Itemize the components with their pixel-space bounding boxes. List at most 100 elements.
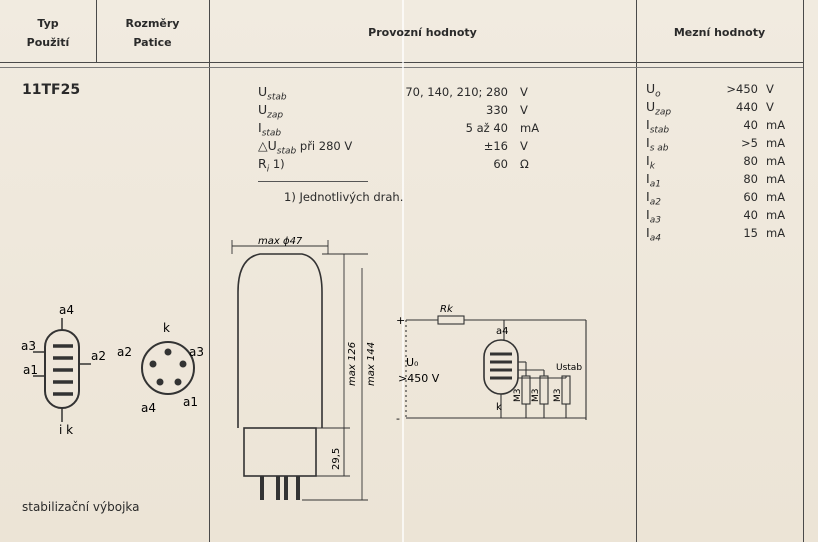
tube-usage: stabilizační výbojka bbox=[22, 500, 140, 514]
limit-unit: mA bbox=[766, 154, 786, 168]
limit-row: Ia1 80 mA bbox=[646, 170, 796, 190]
limit-label: Uzap bbox=[646, 99, 672, 118]
base-label-k: k bbox=[163, 321, 170, 335]
dim-max-dia: max ϕ47 bbox=[258, 236, 303, 247]
base-label-a4: a4 bbox=[141, 401, 156, 415]
header-typ: Typ Použití bbox=[26, 17, 70, 49]
footnote: 1) Jednotlivých drah. bbox=[284, 190, 404, 204]
pin-schematic: a4 a3 a2 a1 i k k a2 a3 a4 a1 bbox=[21, 303, 204, 437]
operating-value: 5 až 40 bbox=[465, 121, 508, 135]
limit-label: Ia1 bbox=[646, 171, 661, 190]
pin-label-k: i k bbox=[59, 423, 73, 437]
limit-value: 80 bbox=[743, 154, 758, 168]
operating-row: Uzap 330 V bbox=[258, 101, 558, 121]
tube-type: 11TF25 bbox=[22, 82, 81, 98]
tube-outline-icon bbox=[237, 253, 323, 500]
header-divider bbox=[0, 62, 803, 63]
limit-unit: mA bbox=[766, 172, 786, 186]
operating-unit: V bbox=[520, 85, 528, 99]
col-divider-3 bbox=[636, 0, 637, 542]
limit-unit: mA bbox=[766, 136, 786, 150]
circuit-m3-3: M3 bbox=[553, 389, 563, 403]
header-provozni: Provozní hodnoty bbox=[368, 26, 477, 39]
operating-label: Uzap bbox=[258, 102, 284, 121]
pin-label-a2: a2 bbox=[91, 349, 106, 363]
circuit-rk: Rk bbox=[440, 304, 454, 315]
limit-row: Istab 40 mA bbox=[646, 116, 796, 136]
circuit-a4: a4 bbox=[496, 326, 509, 337]
operating-value: ±16 bbox=[483, 139, 508, 153]
footnote-rule bbox=[258, 181, 368, 182]
operating-value: 330 bbox=[486, 103, 508, 117]
pin-label-a3: a3 bbox=[21, 339, 36, 353]
circuit-m3-2: M3 bbox=[531, 389, 541, 403]
circuit-wires bbox=[405, 315, 587, 420]
tube-base-icon bbox=[141, 341, 195, 395]
limit-label: Is ab bbox=[646, 135, 669, 154]
operating-unit: Ω bbox=[520, 157, 529, 171]
limit-label: Ia2 bbox=[646, 189, 661, 208]
limit-label: Ia4 bbox=[646, 225, 661, 244]
operating-value: 70, 140, 210; 280 bbox=[405, 85, 508, 99]
dimension-lines bbox=[231, 240, 368, 501]
pin-label-a4: a4 bbox=[59, 303, 74, 317]
limit-row: Ia4 15 mA bbox=[646, 224, 796, 244]
limit-value: 440 bbox=[736, 100, 758, 114]
limit-label: Ik bbox=[646, 153, 655, 172]
operating-unit: mA bbox=[520, 121, 540, 135]
operating-row: Ri 1) 60 Ω bbox=[258, 155, 558, 175]
operating-unit: V bbox=[520, 139, 528, 153]
base-label-a1: a1 bbox=[183, 395, 198, 409]
pin-label-a1: a1 bbox=[23, 363, 38, 377]
limit-row: Uo >450 V bbox=[646, 80, 796, 100]
limit-row: Is ab >5 mA bbox=[646, 134, 796, 154]
base-label-a3: a3 bbox=[189, 345, 204, 359]
dimension-drawing: max ϕ47 max 126 max 144 29,5 bbox=[231, 236, 377, 501]
operating-row: △Ustab při 280 V ±16 V bbox=[258, 137, 558, 157]
dim-max-126: max 126 bbox=[347, 342, 358, 386]
circuit-plus: + bbox=[396, 314, 405, 327]
limit-unit: mA bbox=[766, 226, 786, 240]
limit-value: 15 bbox=[743, 226, 758, 240]
tube-symbol-icon bbox=[33, 318, 91, 422]
header-rozmery: Rozměry Patice bbox=[125, 17, 180, 49]
right-border bbox=[803, 0, 804, 542]
col-divider-2 bbox=[209, 0, 210, 542]
limit-label: Uo bbox=[646, 81, 661, 100]
limit-unit: mA bbox=[766, 208, 786, 222]
circuit-m3-1: M3 bbox=[513, 389, 523, 403]
circuit-ub: U₀ bbox=[406, 356, 419, 369]
limit-label: Istab bbox=[646, 117, 670, 136]
limit-unit: V bbox=[766, 100, 774, 114]
limit-value: 40 bbox=[743, 208, 758, 222]
limit-row: Uzap 440 V bbox=[646, 98, 796, 118]
limit-unit: V bbox=[766, 82, 774, 96]
limit-unit: mA bbox=[766, 118, 786, 132]
limit-row: Ia2 60 mA bbox=[646, 188, 796, 208]
operating-label: Ri 1) bbox=[258, 156, 285, 175]
operating-label: △Ustab při 280 V bbox=[258, 138, 353, 157]
operating-value: 60 bbox=[493, 157, 508, 171]
circuit-ub-val: >450 V bbox=[398, 372, 440, 385]
circuit-diagram: Rk + - U₀ >450 V a4 k M3 M3 M3 Ustab bbox=[396, 304, 587, 425]
limit-unit: mA bbox=[766, 190, 786, 204]
limit-value: 80 bbox=[743, 172, 758, 186]
limit-value: 60 bbox=[743, 190, 758, 204]
header-divider-2 bbox=[0, 67, 803, 68]
limit-value: 40 bbox=[743, 118, 758, 132]
base-label-a2: a2 bbox=[117, 345, 132, 359]
paper-fold bbox=[402, 0, 404, 542]
col-divider-1 bbox=[96, 0, 97, 62]
limit-value: >5 bbox=[741, 136, 758, 150]
circuit-k: k bbox=[496, 402, 502, 413]
limit-value: >450 bbox=[726, 82, 758, 96]
circuit-minus: - bbox=[396, 412, 400, 425]
operating-unit: V bbox=[520, 103, 528, 117]
circuit-ustab: Ustab bbox=[556, 363, 582, 373]
